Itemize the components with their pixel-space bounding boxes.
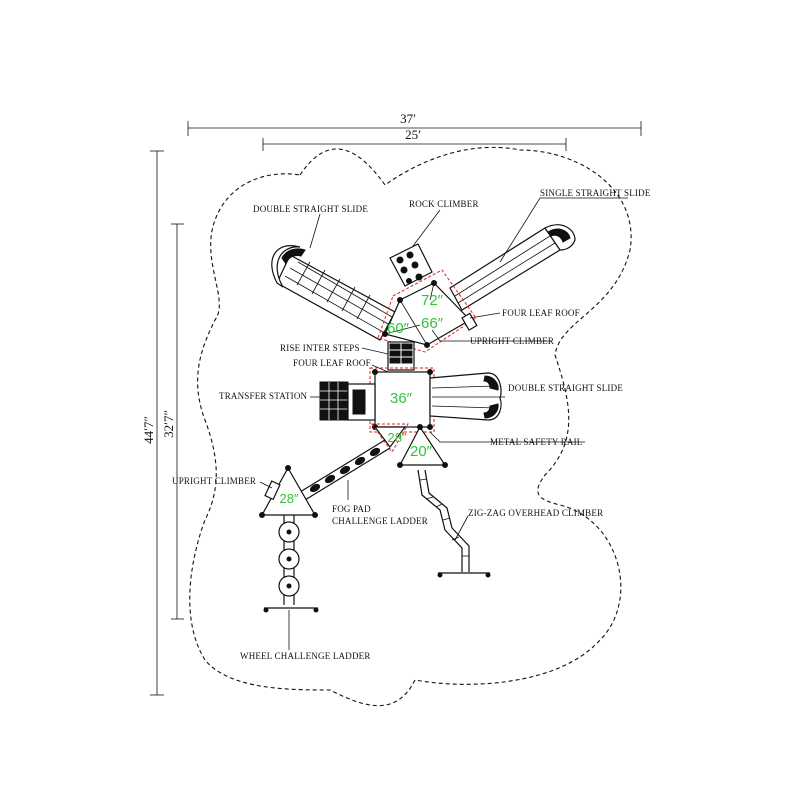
height-72: 72″ (421, 292, 444, 309)
top-deck-cluster: 72″ 66″ 60″ (377, 269, 478, 353)
label-upright-climber-left: UPRIGHT CLIMBER (172, 476, 256, 486)
transfer-station (319, 381, 376, 421)
label-challenge-ladder: CHALLENGE LADDER (332, 516, 428, 526)
rise-inter-steps (387, 341, 415, 371)
label-four-leaf-roof-left: FOUR LEAF ROOF (293, 358, 371, 368)
label-rock-climber: ROCK CLIMBER (409, 199, 479, 209)
height-20: 20″ (410, 443, 433, 460)
height-60: 60″ (387, 320, 410, 337)
label-single-straight-slide: SINGLE STRAIGHT SLIDE (540, 188, 651, 198)
component-labels: DOUBLE STRAIGHT SLIDE ROCK CLIMBER SINGL… (172, 188, 651, 661)
dimension-25ft: 25′ (262, 127, 567, 151)
label-upright-climber-top: UPRIGHT CLIMBER (470, 336, 554, 346)
dimension-37ft: 37′ (187, 111, 642, 136)
dimension-32-7-text: 32′7″ (161, 410, 176, 438)
double-straight-slide-top (271, 245, 396, 341)
dimension-44-7-text: 44′7″ (141, 416, 156, 444)
left-triangle-deck: 28″ (259, 465, 318, 518)
label-double-straight-slide-top: DOUBLE STRAIGHT SLIDE (253, 204, 368, 214)
fog-pad-challenge-ladder (299, 439, 391, 501)
height-28-left: 28″ (279, 491, 298, 506)
label-wheel-challenge-ladder: WHEEL CHALLENGE LADDER (240, 651, 371, 661)
lower-triangle-decks: 28″ 20″ (371, 423, 448, 468)
dimension-25-text: 25′ (405, 127, 421, 142)
wheel-challenge-ladder (263, 515, 319, 613)
double-straight-slide-right (429, 372, 502, 421)
single-straight-slide (449, 224, 576, 311)
zig-zag-overhead-climber (417, 469, 491, 578)
dimension-32ft7in: 32′7″ (161, 223, 184, 620)
height-66: 66″ (421, 315, 444, 332)
dimension-44ft7in: 44′7″ (141, 150, 164, 696)
label-double-straight-slide-right: DOUBLE STRAIGHT SLIDE (508, 383, 623, 393)
leader-lines (259, 197, 628, 650)
label-four-leaf-roof-right: FOUR LEAF ROOF (502, 308, 580, 318)
label-transfer-station: TRANSFER STATION (219, 391, 308, 401)
use-zone-outline (189, 146, 632, 707)
rock-climber (389, 243, 433, 287)
label-metal-safety-rail: METAL SAFETY RAIL (490, 437, 583, 447)
label-fog-pad: FOG PAD (332, 504, 371, 514)
label-zig-zag-overhead-climber: ZIG-ZAG OVERHEAD CLIMBER (468, 508, 603, 518)
dimension-37-text: 37′ (400, 111, 416, 126)
height-28-center: 28″ (387, 430, 406, 445)
central-deck: 36″ (369, 367, 435, 433)
label-rise-inter-steps: RISE INTER STEPS (280, 343, 360, 353)
height-36: 36″ (390, 390, 413, 407)
